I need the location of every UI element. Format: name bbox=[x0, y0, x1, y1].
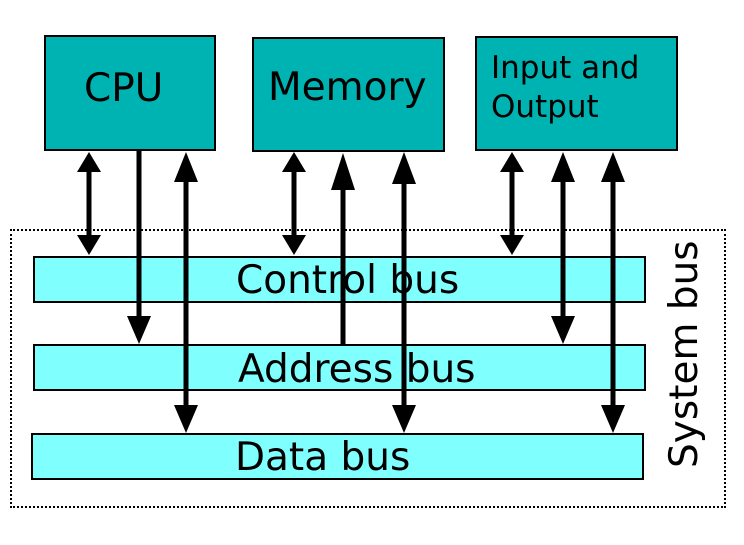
io-control-arrowhead-up bbox=[500, 152, 524, 172]
io-label-line2: Output bbox=[491, 89, 599, 125]
memory-box bbox=[252, 37, 445, 152]
cpu-address-arrowhead bbox=[127, 316, 151, 344]
cpu-box bbox=[44, 35, 216, 151]
io-label-line1: Input and bbox=[491, 50, 640, 86]
io-address-arrowhead-down bbox=[551, 316, 575, 344]
control-bus bbox=[33, 256, 646, 303]
io-box bbox=[475, 36, 678, 151]
cpu-control-arrowhead-up bbox=[77, 152, 101, 172]
io-data-arrowhead-down bbox=[601, 405, 625, 433]
cpu-label: CPU bbox=[84, 66, 164, 111]
memory-data-arrowhead-up bbox=[392, 152, 416, 184]
address-bus bbox=[33, 344, 646, 391]
control-bus-label: Control bus bbox=[236, 258, 460, 303]
data-bus bbox=[31, 433, 644, 480]
memory-data-arrowhead-down bbox=[392, 405, 416, 433]
io-data-arrowhead-up bbox=[601, 152, 625, 182]
address-bus-label: Address bus bbox=[238, 347, 476, 392]
cpu-control-arrowhead-down bbox=[77, 235, 101, 255]
data-bus-label: Data bus bbox=[235, 435, 411, 480]
io-control-arrowhead-down bbox=[500, 235, 524, 255]
cpu-data-arrowhead-up bbox=[174, 152, 198, 182]
memory-label: Memory bbox=[268, 65, 427, 110]
io-address-arrowhead-up bbox=[551, 152, 575, 182]
cpu-data-arrowhead-down bbox=[174, 405, 198, 433]
system-bus-label: System bus bbox=[662, 240, 707, 468]
memory-control-arrowhead-down bbox=[282, 235, 306, 255]
system-bus-region bbox=[10, 229, 726, 508]
memory-control-arrowhead-up bbox=[282, 152, 306, 172]
memory-address-arrowhead bbox=[331, 153, 355, 190]
